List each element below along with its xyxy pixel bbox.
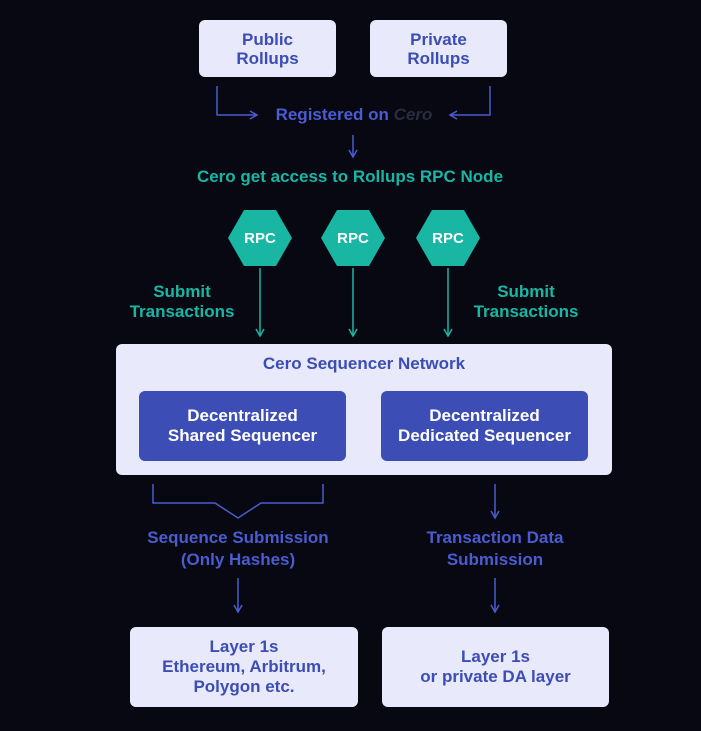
- submit-right-line1: Submit: [497, 282, 555, 301]
- layer1-line2: Ethereum, Arbitrum,: [162, 657, 326, 676]
- private-to-registered-arrow: [448, 86, 491, 120]
- public-to-registered-arrow: [216, 86, 259, 120]
- da-line2: or private DA layer: [420, 667, 571, 686]
- public-rollups-box: Public Rollups: [199, 20, 336, 77]
- private-rollups-line1: Private: [410, 29, 467, 49]
- layer1-line1: Layer 1s: [209, 637, 279, 656]
- transaction-submission-line2: Submission: [446, 550, 544, 569]
- dedicated-sequencer-line1: Decentralized: [429, 406, 540, 425]
- da-layer-box: Layer 1s or private DA layer: [382, 627, 609, 707]
- submit-left-line1: Submit: [153, 282, 211, 301]
- submit-right-line2: Transactions: [473, 302, 579, 321]
- shared-sequencer-box: Decentralized Shared Sequencer: [139, 391, 346, 461]
- sequence-submission-line2: (Only Hashes): [180, 550, 296, 569]
- shared-sequencer-line2: Shared Sequencer: [167, 426, 318, 445]
- network-title: Cero Sequencer Network: [262, 354, 466, 373]
- private-rollups-line2: Rollups: [407, 48, 470, 68]
- dedicated-sequencer-line2: Dedicated Sequencer: [398, 426, 571, 445]
- da-line1: Layer 1s: [461, 647, 530, 666]
- shared-bracket: [152, 484, 324, 519]
- sequence-submission-line1: Sequence Submission: [147, 528, 329, 547]
- submit-transactions-left: Submit Transactions: [116, 282, 248, 322]
- registered-prefix: Registered on: [275, 105, 389, 124]
- dedicated-sequencer-box: Decentralized Dedicated Sequencer: [381, 391, 588, 461]
- registered-label: Registered on Cero: [262, 104, 446, 126]
- shared-sequencer-line1: Decentralized: [187, 406, 298, 425]
- public-rollups-line1: Public: [241, 29, 293, 49]
- cero-brand: Cero: [393, 105, 433, 124]
- access-label: Cero get access to Rollups RPC Node: [196, 167, 504, 186]
- public-rollups-line2: Rollups: [236, 48, 299, 68]
- private-rollups-box: Private Rollups: [370, 20, 507, 77]
- sequence-submission-label: Sequence Submission (Only Hashes): [133, 527, 343, 571]
- submit-left-line2: Transactions: [129, 302, 235, 321]
- sequencer-network-box: Cero Sequencer Network Decentralized Sha…: [116, 344, 612, 475]
- submit-transactions-right: Submit Transactions: [460, 282, 592, 322]
- transaction-submission-label: Transaction Data Submission: [405, 527, 585, 571]
- layer1-line3: Polygon etc.: [193, 677, 295, 696]
- transaction-submission-line1: Transaction Data: [426, 528, 564, 547]
- layer1-box: Layer 1s Ethereum, Arbitrum, Polygon etc…: [130, 627, 358, 707]
